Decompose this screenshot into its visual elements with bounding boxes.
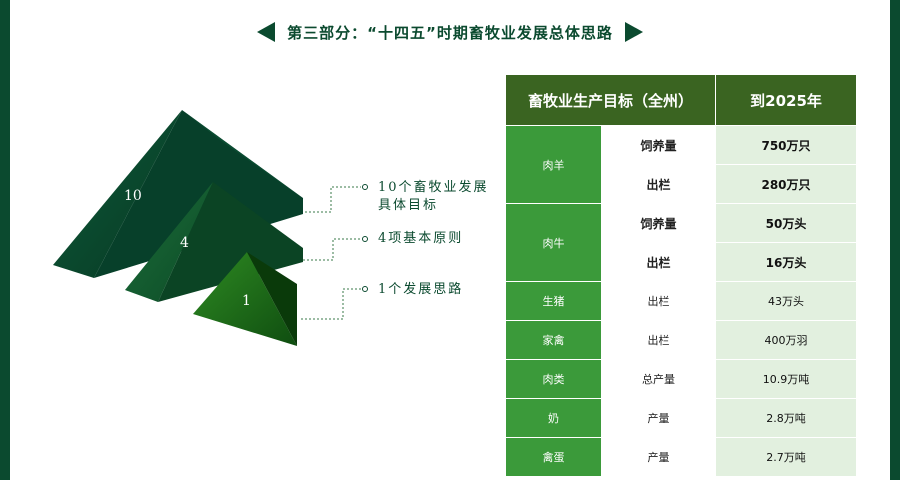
pyramid-label-1: 1 [242, 293, 251, 309]
value-cell: 50万头 [715, 203, 858, 243]
table-header-goal: 畜牧业生产目标（全州） [504, 74, 717, 126]
table-row: 禽蛋 产量 2.7万吨 [505, 437, 858, 477]
item-cell: 产量 [600, 437, 717, 477]
item-cell: 出栏 [600, 320, 717, 360]
table-row: 肉牛 饲养量 50万头 [505, 203, 858, 282]
item-cell: 产量 [600, 398, 717, 438]
table-header-year: 到2025年 [715, 74, 858, 126]
value-cell: 16万头 [715, 242, 858, 282]
pyramid-diagram: 10 4 1 [53, 110, 305, 346]
callout-dot-icon [362, 286, 368, 292]
value-cell: 43万头 [715, 281, 858, 321]
pyramid-label-4: 4 [180, 235, 189, 251]
value-cell: 2.8万吨 [715, 398, 858, 438]
item-cell: 出栏 [600, 164, 717, 204]
table-row: 奶 产量 2.8万吨 [505, 398, 858, 438]
category-cell: 奶 [505, 398, 602, 438]
item-cell: 总产量 [600, 359, 717, 399]
value-cell: 280万只 [715, 164, 858, 204]
table-row: 肉类 总产量 10.9万吨 [505, 359, 858, 399]
production-goals-table: 畜牧业生产目标（全州） 到2025年 肉羊 饲养量 750万只 出栏 280万只… [504, 74, 858, 477]
item-cell: 出栏 [600, 242, 717, 282]
item-cell: 饲养量 [600, 203, 717, 243]
callout-principles: 4项基本原则 [378, 231, 464, 246]
value-cell: 10.9万吨 [715, 359, 858, 399]
triangle-left-icon [257, 22, 276, 42]
category-cell: 禽蛋 [505, 437, 602, 477]
callout-connectors [301, 184, 368, 320]
section-title-bar: 第三部分：“十四五”时期畜牧业发展总体思路 [0, 18, 900, 46]
item-cell: 饲养量 [600, 125, 717, 165]
pyramid-label-10: 10 [124, 188, 142, 204]
category-cell: 肉类 [505, 359, 602, 399]
value-cell: 400万羽 [715, 320, 858, 360]
callout-approach: 1个发展思路 [378, 282, 464, 297]
right-frame-border [890, 0, 900, 480]
category-cell: 家禽 [505, 320, 602, 360]
table-header-row: 畜牧业生产目标（全州） 到2025年 [504, 74, 858, 126]
callout-dot-icon [362, 236, 368, 242]
item-cell: 出栏 [600, 281, 717, 321]
category-cell: 生猪 [505, 281, 602, 321]
section-title: 第三部分：“十四五”时期畜牧业发展总体思路 [287, 23, 613, 42]
pyramid-layer-1 [193, 252, 297, 346]
callout-goals: 10个畜牧业发展具体目标 [378, 180, 489, 213]
table-row: 家禽 出栏 400万羽 [505, 320, 858, 360]
category-cell: 肉牛 [505, 203, 602, 282]
value-cell: 750万只 [715, 125, 858, 165]
value-cell: 2.7万吨 [715, 437, 858, 477]
triangle-right-icon [624, 22, 643, 42]
pyramid-layer-10 [53, 110, 305, 278]
category-cell: 肉羊 [505, 125, 602, 204]
table-row: 肉羊 饲养量 750万只 [505, 125, 858, 204]
left-frame-border [0, 0, 10, 480]
table-row: 生猪 出栏 43万头 [505, 281, 858, 321]
callout-dot-icon [362, 184, 368, 190]
